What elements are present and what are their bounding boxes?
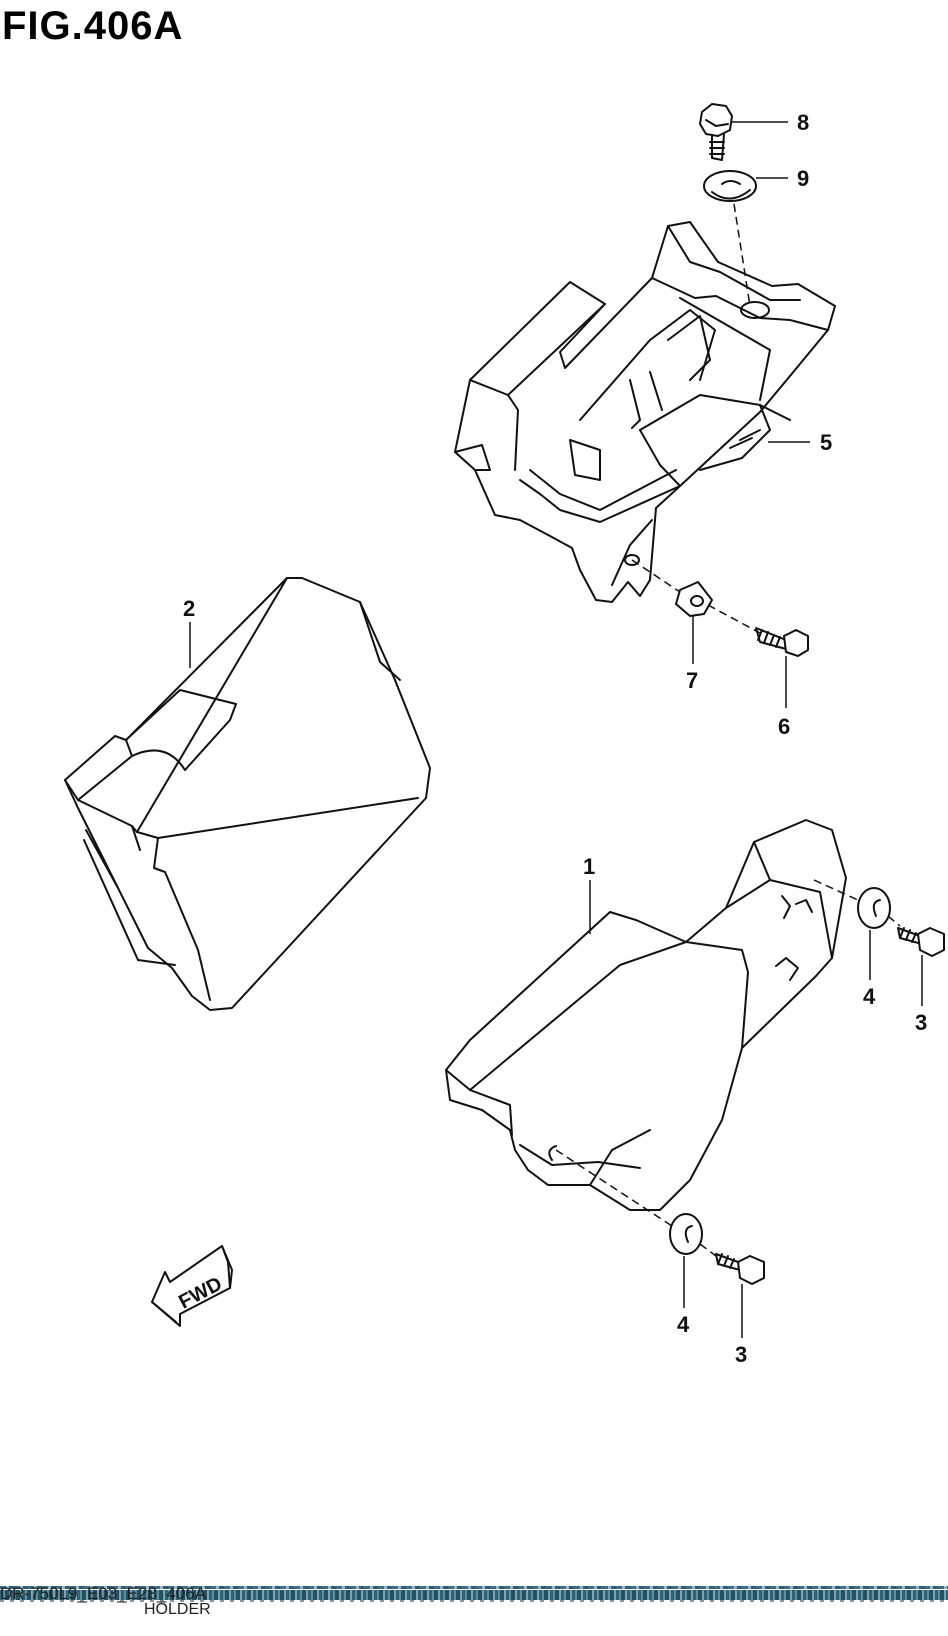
cover-box-2 <box>64 577 431 1011</box>
part-label-4-lower: 4 <box>677 1312 690 1337</box>
part-label-1: 1 <box>583 854 595 879</box>
washer-4-lower <box>669 1213 703 1255</box>
figure-title: FIG.406A <box>2 4 184 48</box>
part-label-2: 2 <box>183 596 195 621</box>
clip-nut-7 <box>675 581 713 617</box>
part-label-6: 6 <box>778 714 790 739</box>
bolt-6 <box>755 627 809 657</box>
part-label-7: 7 <box>686 668 698 693</box>
part-label-3-lower: 3 <box>735 1342 747 1367</box>
part-label-5: 5 <box>820 430 832 455</box>
battery-tray-holder <box>454 221 836 603</box>
part-label-8: 8 <box>797 110 809 135</box>
bolt-3-upper <box>897 927 945 957</box>
dashed-assembly-lines <box>555 203 901 1257</box>
scan-band-main <box>0 1590 948 1600</box>
side-cover-1 <box>445 819 847 1211</box>
grommet-9 <box>703 170 757 202</box>
part-label-4-upper: 4 <box>863 984 876 1009</box>
washer-4-upper <box>857 887 891 929</box>
leader-lines <box>189 121 923 1338</box>
bolt-3-lower <box>715 1253 765 1285</box>
part-label-9: 9 <box>797 166 809 191</box>
footer-code: DR-750L9_E03_E28_406A <box>0 1584 207 1603</box>
scan-band-bottom <box>0 1600 948 1602</box>
part-label-3-upper: 3 <box>915 1010 927 1035</box>
scan-band-top <box>0 1586 948 1589</box>
footer-caption: HOLDER <box>144 1601 211 1618</box>
fwd-arrow-icon <box>151 1245 233 1327</box>
bolt-8 <box>699 103 733 161</box>
